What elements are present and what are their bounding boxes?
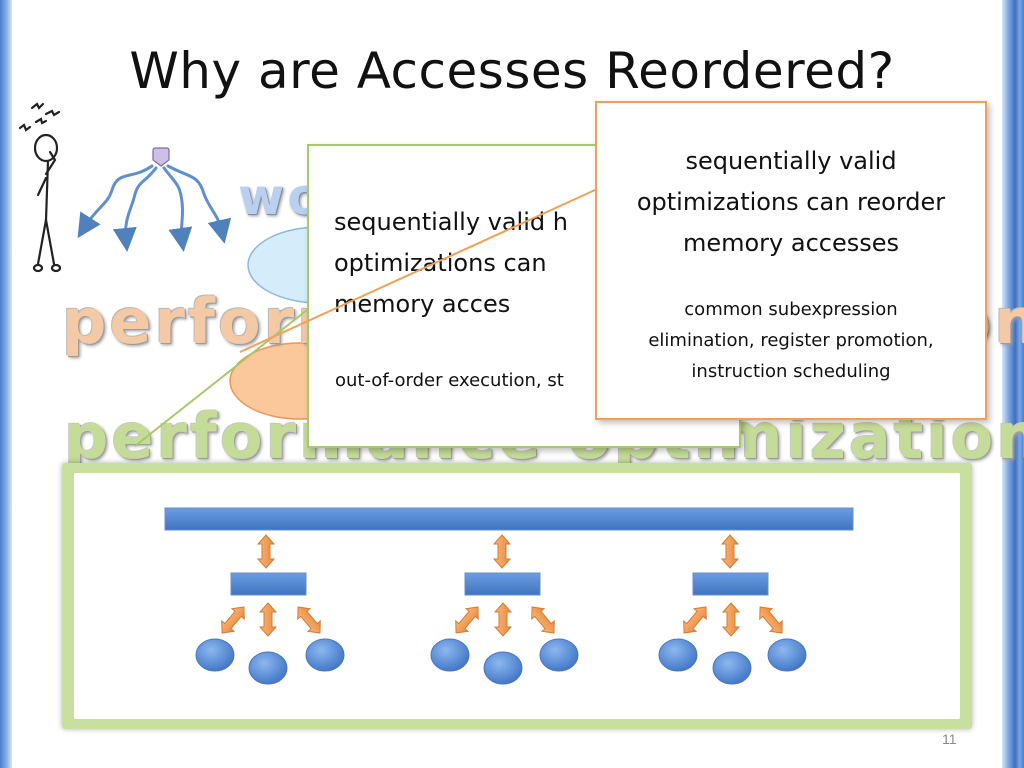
core-2a	[430, 638, 470, 672]
thinking-person-icon	[18, 102, 62, 273]
cache-bar-3	[692, 572, 769, 596]
compiler-callout: sequentially valid optimizations can reo…	[595, 101, 987, 420]
cache-core-arrows-3	[683, 602, 783, 637]
right-border-decoration	[1002, 0, 1024, 768]
memory-cache-arrow-1	[256, 534, 276, 569]
cache-core-arrows-1	[221, 602, 321, 637]
page-number: 11	[942, 731, 957, 747]
compiler-callout-subtitle: common subexpression elimination, regist…	[648, 299, 934, 382]
memory-cache-arrow-3	[720, 534, 740, 569]
orange-pointer-line	[239, 189, 596, 353]
slide-title: Why are Accesses Reordered?	[129, 42, 895, 100]
program-root-icon	[77, 147, 232, 252]
core-3c	[767, 638, 807, 672]
core-1a	[195, 638, 235, 672]
green-pointer-line	[134, 309, 308, 447]
cache-bar-2	[464, 572, 541, 596]
memory-cache-arrow-2	[492, 534, 512, 569]
core-2b	[483, 651, 523, 685]
cache-core-arrows-2	[455, 602, 555, 637]
shared-memory-bar	[164, 507, 854, 531]
left-border-decoration	[0, 0, 12, 768]
compiler-callout-title: sequentially valid optimizations can reo…	[636, 147, 946, 257]
hardware-callout-title: sequentially valid h optimizations can m…	[334, 208, 568, 318]
core-2c	[539, 638, 579, 672]
core-1c	[305, 638, 345, 672]
core-3a	[658, 638, 698, 672]
core-3b	[712, 651, 752, 685]
core-1b	[248, 651, 288, 685]
hardware-callout-subtitle: out-of-order execution, st	[335, 370, 564, 391]
cache-bar-1	[230, 572, 307, 596]
